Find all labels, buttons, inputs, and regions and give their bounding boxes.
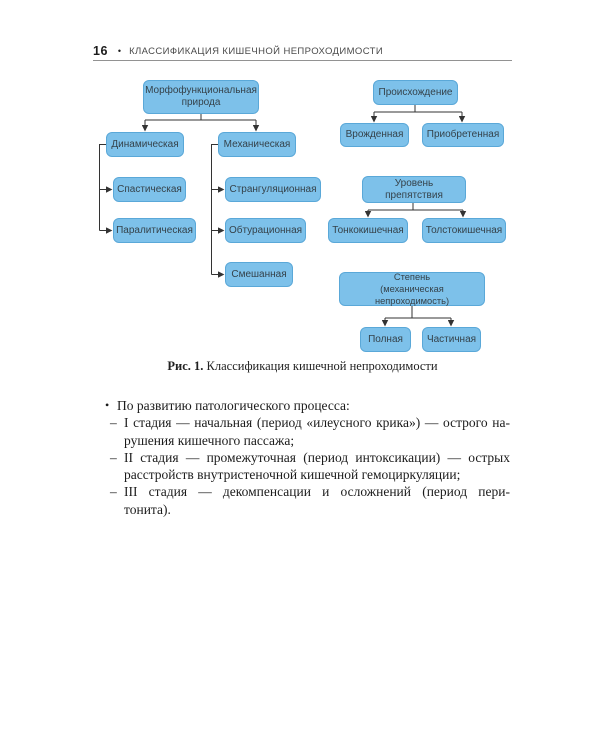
header-rule <box>93 60 512 61</box>
stage-line: рушения кишечного пассажа; <box>124 432 295 448</box>
stage-line: расстройств внутристеночной кишечной гем… <box>124 467 461 483</box>
node-paralytic: Паралитическая <box>113 218 196 243</box>
chapter-title: КЛАССИФИКАЦИЯ КИШЕЧНОЙ НЕПРОХОДИМОСТИ <box>129 45 384 57</box>
node-small-intestinal: Тонкокишечная <box>328 218 408 243</box>
node-obstruction-level: Уровень препятствия <box>362 176 466 203</box>
intro-text: По развитию патологического процесса: <box>117 398 350 413</box>
node-mechanical: Механическая <box>218 132 296 157</box>
figure-caption-label: Рис. 1. <box>167 359 204 373</box>
dash-marker: – <box>110 449 117 465</box>
node-origin: Происхождение <box>373 80 458 105</box>
dash-marker: – <box>110 484 117 500</box>
stage-line: I стадия — начальная (период «илеусного … <box>124 415 510 431</box>
stage-item-3: – III стадия — декомпенсации и осложнени… <box>110 483 510 518</box>
classification-diagram: Морфофункциональная природа Динамическая… <box>99 80 506 352</box>
header-bullet-icon: • <box>117 46 122 56</box>
node-degree: Степень (механическая непроходимость) <box>339 272 485 306</box>
node-complete: Полная <box>360 327 411 352</box>
bullet-list-item: • По развитию патологического процесса: <box>105 397 510 414</box>
page-header: 16 • КЛАССИФИКАЦИЯ КИШЕЧНОЙ НЕПРОХОДИМОС… <box>93 44 512 58</box>
node-large-intestinal: Толстокишечная <box>422 218 506 243</box>
node-strangulation: Странгуляционная <box>225 177 321 202</box>
figure-caption-text: Классификация кишечной непроходимости <box>206 359 438 373</box>
node-partial: Частичная <box>422 327 481 352</box>
body-text: • По развитию патологического процесса: … <box>105 397 510 518</box>
node-congenital: Врожденная <box>340 123 409 147</box>
dash-marker: – <box>110 415 117 431</box>
node-mixed: Смешанная <box>225 262 293 287</box>
stage-line: III стадия — декомпенсации и осложнений … <box>124 484 510 500</box>
figure-caption: Рис. 1. Классификация кишечной непроходи… <box>93 359 512 374</box>
stage-item-lines: I стадия — начальная (период «илеусного … <box>124 414 510 449</box>
stage-item-2: – II стадия — промежуточная (период инто… <box>110 449 510 484</box>
stage-line: II стадия — промежуточная (период интокс… <box>124 449 510 465</box>
node-morphofunctional-nature: Морфофункциональная природа <box>143 80 259 114</box>
node-acquired: Приобретенная <box>422 123 504 147</box>
node-spastic: Спастическая <box>113 177 186 202</box>
stage-item-lines: III стадия — декомпенсации и осложнений … <box>124 483 510 518</box>
bullet-marker: • <box>105 398 110 412</box>
connector-lines <box>99 105 467 327</box>
node-obturation: Обтурационная <box>225 218 306 243</box>
stage-line: тонита). <box>124 501 171 517</box>
stage-item-lines: II стадия — промежуточная (период интокс… <box>124 449 510 484</box>
node-dynamic: Динамическая <box>106 132 184 157</box>
stage-item-1: – I стадия — начальная (период «илеусног… <box>110 414 510 449</box>
page-number: 16 <box>93 44 108 58</box>
